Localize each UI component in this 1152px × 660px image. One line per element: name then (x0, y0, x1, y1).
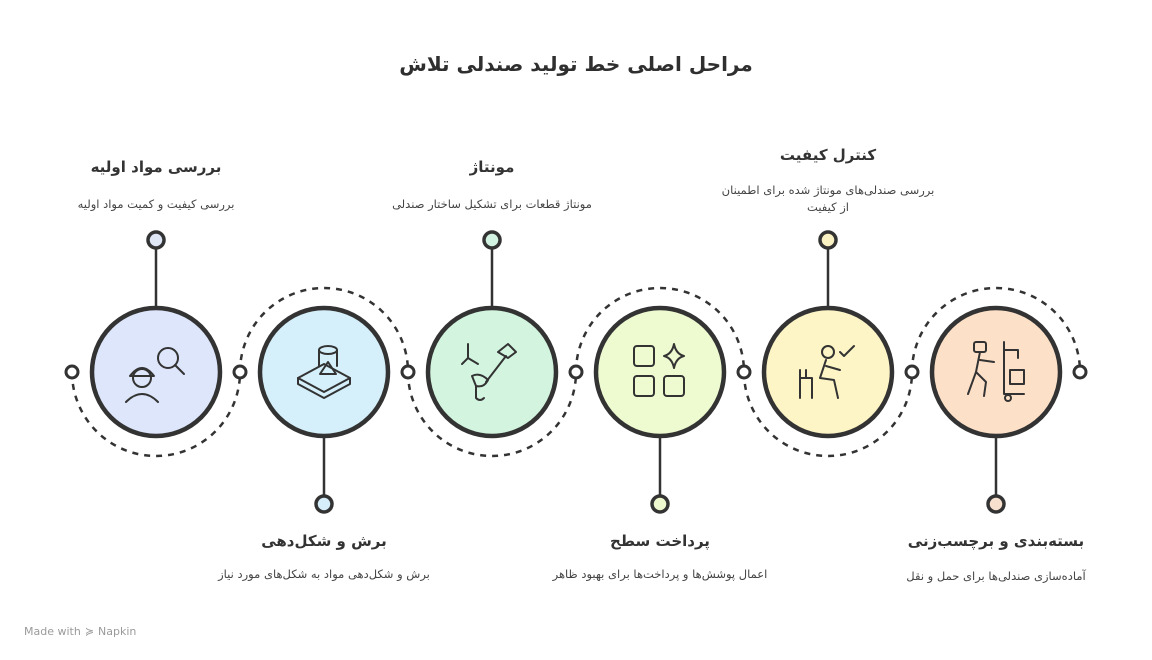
connector-dot (400, 364, 416, 380)
footer-prefix: Made with (24, 625, 81, 638)
step-desc-raw-materials: بررسی کیفیت و کمیت مواد اولیه (77, 197, 235, 211)
dashed-arc (406, 371, 578, 458)
assembly-tools-icon (461, 343, 517, 401)
napkin-logo-icon: ≽ (84, 625, 95, 638)
step-title-assembly: مونتاژ (469, 158, 515, 176)
worker-search-icon (125, 347, 185, 403)
connector-dot (904, 364, 920, 380)
finish-grid-sparkle-icon (633, 343, 685, 397)
step-desc-packaging: آماده‌سازی صندلی‌ها برای حمل و نقل (906, 569, 1086, 583)
step-circle-ring (929, 305, 1063, 439)
stem-dot (818, 230, 838, 250)
dashed-arc (574, 286, 746, 373)
stem-dot (986, 494, 1006, 514)
step-circle-ring (257, 305, 391, 439)
connector-dot (232, 364, 248, 380)
dashed-arc (742, 371, 914, 458)
step-circle (89, 230, 223, 439)
stem-dot (650, 494, 670, 514)
step-desc-cutting: برش و شکل‌دهی مواد به شکل‌های مورد نیاز (218, 567, 430, 581)
connector-dot (568, 364, 584, 380)
inspector-check-icon (799, 345, 855, 399)
step-title-quality-control: کنترل کیفیت (779, 146, 877, 164)
connector-dot (1072, 364, 1088, 380)
stem-dot (146, 230, 166, 250)
step-title-packaging: بسته‌بندی و برچسب‌زنی (907, 532, 1085, 550)
step-icons (125, 341, 1025, 403)
cutting-machine-icon (297, 345, 351, 399)
step-circle (929, 305, 1063, 514)
stem-dot (314, 494, 334, 514)
connector-dot (64, 364, 80, 380)
footer-brand: Napkin (98, 625, 137, 638)
dashed-arc (70, 371, 242, 458)
dashed-arc (238, 286, 410, 373)
stem-dot (482, 230, 502, 250)
step-circle (761, 230, 895, 439)
step-circle-ring (425, 305, 559, 439)
dashed-connectors (64, 286, 1088, 458)
packing-cart-icon (967, 341, 1025, 402)
step-circles (89, 230, 1063, 514)
dashed-arc (910, 286, 1082, 373)
step-desc-finishing: اعمال پوشش‌ها و پرداخت‌ها برای بهبود ظاه… (552, 567, 768, 581)
step-circle-ring (761, 305, 895, 439)
step-desc-quality-control: بررسی صندلی‌های مونتاژ شده برای اطمینان … (721, 183, 935, 214)
step-circle-ring (593, 305, 727, 439)
step-title-raw-materials: بررسی مواد اولیه (90, 158, 222, 176)
connector-dot (736, 364, 752, 380)
step-desc-assembly: مونتاژ قطعات برای تشکیل ساختار صندلی (392, 197, 592, 211)
step-circle-ring (89, 305, 223, 439)
step-title-cutting: برش و شکل‌دهی (261, 532, 387, 550)
page-title: مراحل اصلی خط تولید صندلی تلاش (399, 52, 753, 76)
made-with-footer: Made with ≽ Napkin (24, 625, 136, 638)
step-title-finishing: پرداخت سطح (610, 532, 710, 550)
step-circle (593, 305, 727, 514)
step-circle (425, 230, 559, 439)
step-circle (257, 305, 391, 514)
